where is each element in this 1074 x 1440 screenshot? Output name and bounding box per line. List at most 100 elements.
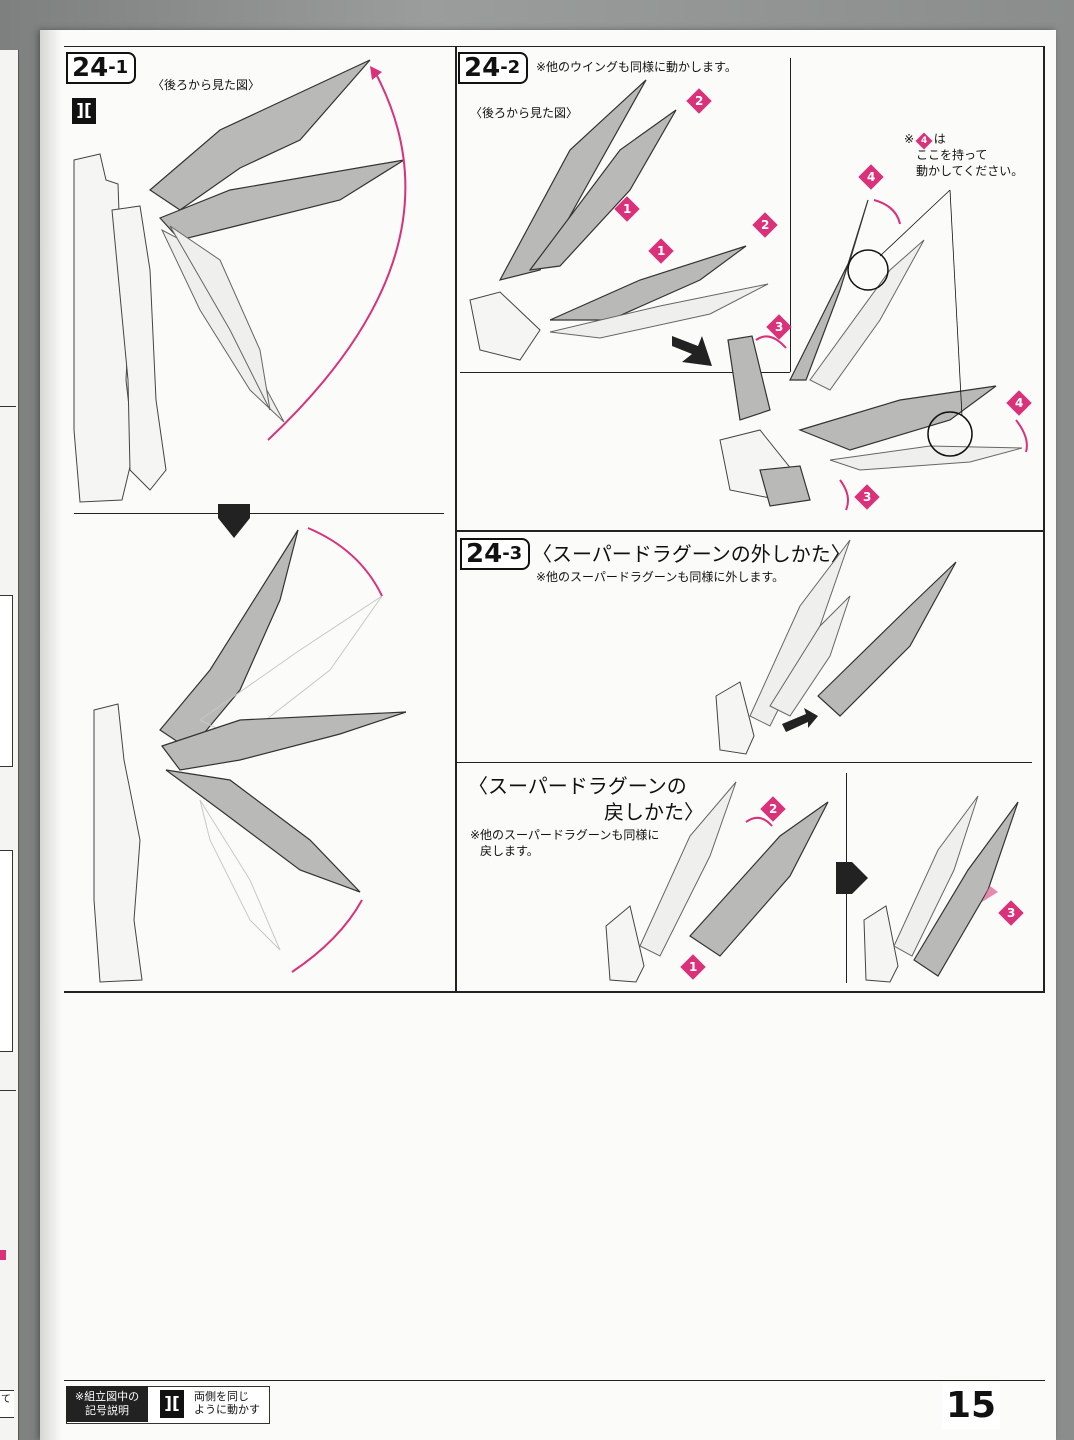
step-return-illustration-2 bbox=[863, 795, 1019, 983]
previous-page-box bbox=[0, 1390, 14, 1418]
step-return-note-line2: 戻します。 bbox=[480, 844, 539, 858]
hold-note-line2: ここを持って bbox=[916, 148, 988, 162]
backpack bbox=[715, 681, 755, 755]
step-sub-number: 2 bbox=[507, 57, 521, 78]
wing-d bbox=[549, 283, 769, 339]
step-return-illustration-1 bbox=[605, 781, 829, 983]
symmetric-symbol-icon: ][ bbox=[72, 98, 96, 124]
badge-number: 4 bbox=[920, 135, 928, 146]
hold-point-circle bbox=[927, 411, 973, 457]
symbol-description-line1: 両側を同じ bbox=[194, 1390, 249, 1403]
wing-rack bbox=[749, 539, 851, 727]
step-24-1-label: 24-1 bbox=[66, 52, 137, 84]
symmetric-symbol-icon: ][ bbox=[160, 1390, 184, 1418]
step-24-2-note: ※他のウイングも同様に動かします。 bbox=[536, 60, 737, 74]
leader-line bbox=[949, 189, 963, 417]
rotation-arrow bbox=[267, 71, 407, 441]
badge-number: 3 bbox=[1006, 905, 1016, 920]
step-24-1-illustration-top bbox=[73, 59, 407, 503]
step-number: 24 bbox=[72, 53, 109, 83]
wing-rack-2 bbox=[769, 595, 851, 717]
page-number: 15 bbox=[942, 1383, 1000, 1429]
badge-number: 1 bbox=[656, 243, 666, 258]
wing-upper bbox=[159, 529, 299, 751]
step-return-title-line2: 戻しかた〉 bbox=[604, 800, 704, 824]
step-24-2-illustration-detail bbox=[719, 189, 1028, 511]
arrow-head bbox=[370, 66, 382, 80]
backpack bbox=[863, 905, 899, 983]
step-24-3-note: ※他のスーパードラグーンも同様に外します。 bbox=[536, 570, 785, 584]
wing-b bbox=[528, 109, 677, 271]
pink-mark bbox=[0, 1250, 6, 1260]
badge-number: 3 bbox=[774, 319, 784, 334]
badge-number: 1 bbox=[688, 959, 698, 974]
panel-divider-vertical bbox=[455, 46, 457, 992]
wing-ghost bbox=[199, 799, 281, 951]
panel-divider-horizontal bbox=[456, 530, 1044, 532]
step-number: 24 bbox=[464, 53, 501, 83]
panel-border-top bbox=[64, 46, 1045, 47]
step-number: 24 bbox=[466, 539, 503, 569]
panel-flap-lower bbox=[759, 465, 811, 507]
step-24-3-label: 24-3 bbox=[460, 538, 531, 570]
legend-label: ※組立図中の 記号説明 bbox=[66, 1386, 148, 1422]
badge-number: 4 bbox=[866, 169, 876, 184]
badge-number: 2 bbox=[694, 93, 704, 108]
badge-number: 1 bbox=[622, 201, 632, 216]
panel-border-right bbox=[1043, 46, 1045, 992]
step-24-3-title: 〈スーパードラグーンの外しかた〉 bbox=[532, 542, 851, 566]
symbol-description: 両側を同じ ように動かす bbox=[194, 1390, 260, 1416]
super-dragoon-attached bbox=[913, 801, 1019, 977]
step-separator: - bbox=[500, 57, 508, 78]
previous-page-box bbox=[0, 850, 13, 1052]
legend-label-line2: 記号説明 bbox=[85, 1404, 129, 1417]
rotation-arrow bbox=[307, 527, 383, 597]
hold-point-circle bbox=[847, 249, 889, 291]
rotation-arrow bbox=[291, 899, 363, 973]
badge-number: 2 bbox=[760, 217, 770, 232]
step-divider bbox=[74, 513, 444, 514]
rotate-arrow bbox=[755, 335, 787, 349]
down-arrow-icon bbox=[218, 504, 250, 538]
inset-frame-right bbox=[790, 58, 791, 372]
hold-note-line1: ※ 4 は bbox=[904, 132, 946, 150]
legend-label-line1: ※組立図中の bbox=[74, 1390, 140, 1403]
wing-horizontal-2 bbox=[829, 445, 1023, 471]
panel-flap bbox=[727, 335, 771, 421]
symbol-description-line2: ように動かす bbox=[194, 1403, 260, 1416]
step-separator: - bbox=[502, 543, 510, 564]
divider bbox=[0, 406, 16, 407]
previous-page-edge: て bbox=[0, 50, 19, 1440]
badge-number: 3 bbox=[862, 489, 872, 504]
hold-note-line3: 動かしてください。 bbox=[916, 164, 1024, 178]
previous-page-box bbox=[0, 595, 13, 767]
backpack bbox=[605, 905, 645, 983]
divider bbox=[0, 1090, 16, 1091]
step-24-3-illustration bbox=[715, 539, 957, 755]
step-return-title-line1: 〈スーパードラグーンの bbox=[468, 774, 687, 798]
previous-page-text: て bbox=[1, 1394, 11, 1405]
super-dragoon bbox=[689, 801, 829, 957]
rotate-arrow bbox=[839, 479, 849, 511]
page-binding-shadow bbox=[40, 30, 62, 1440]
step-return-note-line1: ※他のスーパードラグーンも同様に bbox=[470, 828, 660, 842]
step-24-2-label: 24-2 bbox=[458, 52, 529, 84]
step-sub-number: 1 bbox=[115, 57, 129, 78]
wing-a bbox=[498, 79, 647, 281]
pink-arrow-icon bbox=[982, 886, 998, 902]
wing-lower-b bbox=[169, 225, 271, 411]
wing-rack bbox=[893, 795, 979, 957]
robot-body bbox=[93, 703, 143, 983]
shoulder bbox=[469, 291, 541, 361]
step-divider bbox=[456, 762, 1032, 763]
step-24-2-caption: 〈後ろから見た図〉 bbox=[470, 106, 579, 120]
step-24-1-caption: 〈後ろから見た図〉 bbox=[152, 78, 261, 92]
arrow-icon bbox=[782, 708, 818, 732]
note-mark: ※ bbox=[904, 132, 915, 146]
step-24-2-illustration-back bbox=[469, 79, 769, 361]
wing-middle bbox=[161, 711, 407, 771]
panel-border-bottom bbox=[64, 991, 1045, 993]
badge-number: 2 bbox=[768, 801, 778, 816]
robot-leg bbox=[111, 205, 167, 491]
rotate-arrow bbox=[873, 199, 901, 225]
